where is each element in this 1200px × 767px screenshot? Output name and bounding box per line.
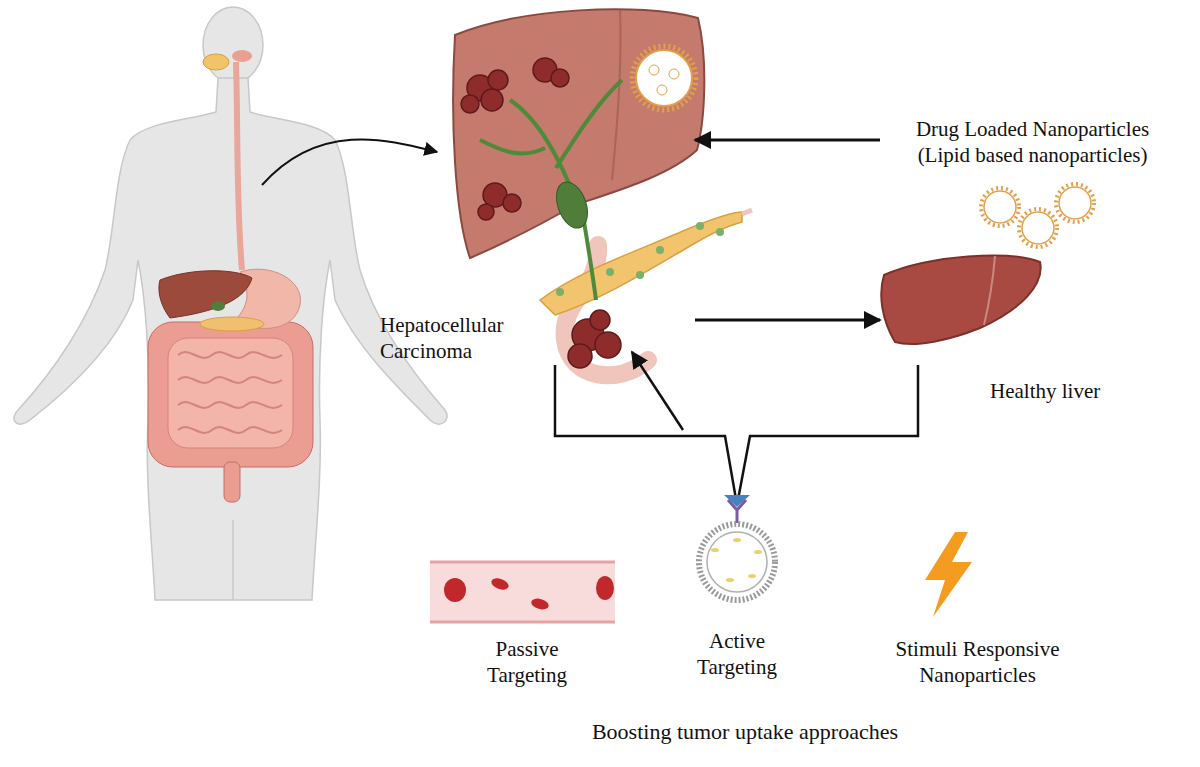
liver-ligament [984,256,995,325]
tumor [595,332,621,358]
np-shell [1059,187,1091,219]
node-dot [696,222,704,230]
leg-gap [232,520,234,600]
lightning-symbol [925,532,972,617]
np-spikes [981,188,1019,226]
salivary-gland [203,54,229,70]
esophagus [236,62,242,270]
np-drug [669,69,679,79]
nanoparticles [981,184,1094,247]
mouth [232,50,252,62]
drug-dot [726,578,734,582]
pointer-arrow [262,139,437,185]
text-node: Passive Targeting [462,636,592,692]
np-spikes [1019,209,1057,247]
ligand [724,495,750,507]
np-shell [1022,212,1054,244]
node-text: Active Targeting [672,628,802,680]
gallbladder [551,178,594,233]
intestine-folds [178,352,282,433]
small-intestine [168,338,293,448]
drug-dots [711,538,762,582]
drug-dot [733,538,741,542]
lipid-bilayer [699,524,775,600]
np-shell [984,191,1016,223]
text-node: Stimuli Responsive Nanoparticles [870,636,1085,692]
large-intestine [148,322,313,467]
liposome [699,495,775,600]
flow-arrow [695,139,880,142]
tumor [481,89,503,111]
text-node: Drug Loaded Nanoparticles(Lipid based na… [880,116,1185,172]
drug-dot [711,548,719,552]
vessel-wall [430,562,615,622]
human-body [14,7,447,600]
gallbladder-small [211,301,225,311]
node-dot [656,246,664,254]
tumor [568,344,592,368]
caption-label: Boosting tumor uptake approaches [530,718,960,746]
tumor [478,204,494,220]
vessel-lumen [430,562,615,622]
np-spikes [632,46,696,110]
liver-nanoparticle [632,46,696,110]
text-node: Healthy liver [880,250,1045,350]
pancreas [540,212,742,315]
np-shell [636,50,692,106]
tumor [551,69,569,87]
text-node: Active Targeting [672,628,802,684]
node-text: Stimuli Responsive Nanoparticles [870,636,1085,688]
np-drug [649,65,659,75]
node-dot [556,288,564,296]
node-text: Healthy liver [990,378,1160,404]
np-drug [657,85,667,95]
node-text: Drug Loaded Nanoparticles [880,116,1185,142]
red-cell [490,576,510,592]
node-text: Hepatocellular Carcinoma [380,312,530,364]
flow-arrow [695,319,880,322]
tumor [488,70,508,90]
red-cell [596,576,614,600]
blood-vessel [430,562,615,622]
node-dot [716,228,724,236]
head [203,7,263,83]
node-text: Passive Targeting [462,636,592,688]
bile-ducts [480,80,622,300]
tumor [503,194,521,212]
tumor [590,310,610,330]
inner-layer [707,532,767,592]
drug-dot [754,550,762,554]
text-node: Hepatocellular Carcinoma [440,0,695,380]
pancreas-small [200,317,264,331]
tumor [461,95,479,113]
red-cell [444,578,466,602]
healthy-liver [881,256,1040,344]
bracket [555,365,918,505]
node-text: (Lipid based nanoparticles) [880,142,1185,168]
node-dot [636,271,644,279]
np-spikes [1056,184,1094,222]
liver-ligament [612,10,621,180]
drug-dot [748,574,756,578]
bracket-arrow [632,352,683,430]
rectum [224,462,240,502]
liver-small [159,271,252,318]
vessel [742,210,752,214]
node-dot [606,268,614,276]
red-cell [530,597,550,611]
lymph-nodes [556,222,724,296]
